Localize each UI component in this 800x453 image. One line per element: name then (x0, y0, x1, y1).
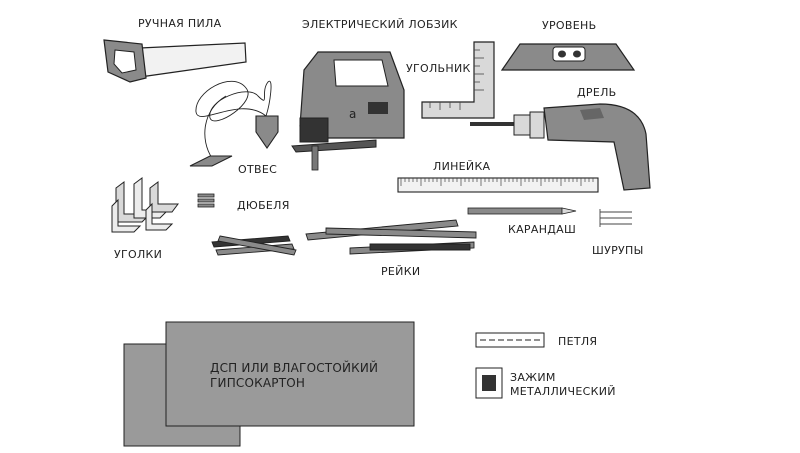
jigsaw-icon (291, 51, 405, 171)
dowels-icon (197, 193, 215, 208)
drill-label: ДРЕЛЬ (577, 86, 617, 99)
board-sheets-icon (123, 321, 415, 447)
slats-label: РЕЙКИ (381, 265, 421, 278)
hand-saw-label: РУЧНАЯ ПИЛА (138, 17, 222, 30)
level-icon (500, 43, 636, 71)
square-label: УГОЛЬНИК (406, 62, 471, 75)
level-label: УРОВЕНЬ (542, 19, 597, 32)
corners-label: УГОЛКИ (114, 248, 163, 261)
hinge-label: ПЕТЛЯ (558, 335, 598, 348)
plumb-bob-icon (189, 80, 279, 167)
pencil-icon (467, 207, 577, 215)
screws-label: ШУРУПЫ (592, 244, 644, 257)
corner-brackets-icon (111, 177, 179, 233)
pencil-label: КАРАНДАШ (508, 223, 577, 236)
ruler-label: ЛИНЕЙКА (433, 160, 491, 173)
drill-icon (470, 103, 651, 191)
jigsaw-mark: a (349, 107, 357, 121)
slats-icon (211, 219, 477, 256)
clamp-icon (475, 367, 503, 399)
hinge-icon (475, 332, 545, 348)
board-label: ДСП ИЛИ ВЛАГОСТОЙКИЙ ГИПСОКАРТОН (210, 361, 379, 390)
screws-icon (599, 209, 632, 227)
hand-saw-icon (103, 39, 247, 83)
dowels-label: ДЮБЕЛЯ (237, 199, 290, 212)
clamp-label: ЗАЖИМ МЕТАЛЛИЧЕСКИЙ (510, 371, 616, 398)
ruler-icon (397, 177, 599, 193)
plumb-label: ОТВЕС (238, 163, 278, 176)
square-icon (421, 41, 495, 119)
jigsaw-label: ЭЛЕКТРИЧЕСКИЙ ЛОБЗИК (302, 18, 458, 31)
